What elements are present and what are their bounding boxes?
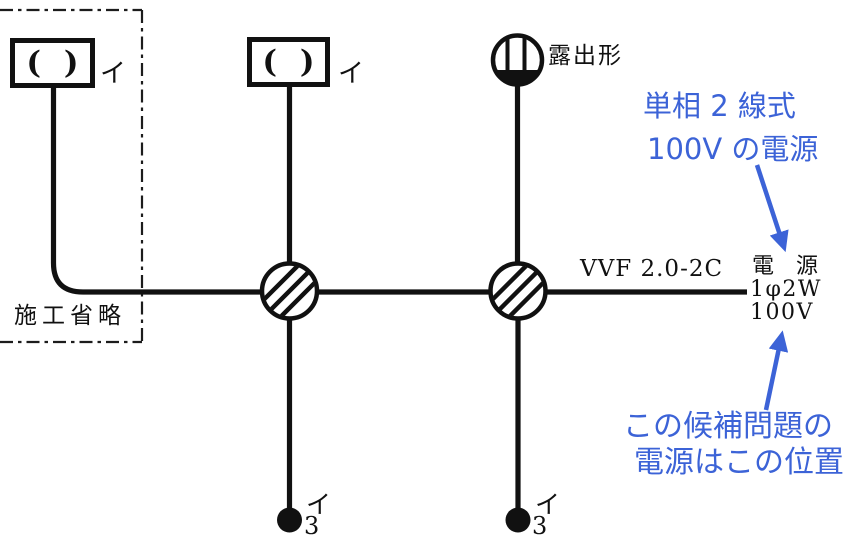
lamp1-circuit-label: イ (100, 59, 127, 89)
lamp-symbol-text-2: ( ) (262, 43, 321, 80)
annotation-bottom-line2: 電源はこの位置 (634, 445, 844, 480)
wires (50, 82, 747, 510)
hook-ceiling-round-symbol (490, 33, 545, 87)
annotation-arrow-top (754, 164, 789, 253)
switch2-ways-label: 3 (532, 512, 548, 540)
switch2-circuit-label: イ (535, 490, 561, 519)
switch-symbol-2 (505, 507, 531, 533)
lamp-symbol-text-1: ( ) (26, 44, 85, 81)
power-source-phase: 1φ2W (750, 277, 823, 302)
switch-symbol-1 (277, 507, 302, 533)
power-source-title: 電 源 (752, 254, 819, 279)
cable-label: VVF 2.0-2C (580, 256, 724, 282)
wire-left-branch (50, 86, 262, 295)
omitted-section-label: 施工省略 (14, 303, 126, 329)
junction-box-symbol-1 (259, 261, 320, 321)
switch1-circuit-label: イ (306, 490, 332, 519)
power-source-voltage: 100V (750, 300, 814, 325)
annotation-arrow-bottom (763, 330, 789, 411)
lamp2-circuit-label: イ (338, 59, 365, 89)
annotation-bottom-line1: この候補問題の (623, 409, 833, 444)
junction-box-symbol-2 (488, 261, 548, 321)
switch1-ways-label: 3 (304, 512, 320, 540)
omission-boundary (0, 8, 144, 344)
hook-ceiling-square-symbol-1 (10, 38, 95, 88)
annotation-top-line2: 100V の電源 (647, 132, 819, 166)
annotation-top-line1: 単相 2 線式 (643, 89, 796, 123)
hook-ceiling-square-symbol-2 (247, 37, 330, 87)
rosette-type-label: 露出形 (548, 43, 623, 69)
